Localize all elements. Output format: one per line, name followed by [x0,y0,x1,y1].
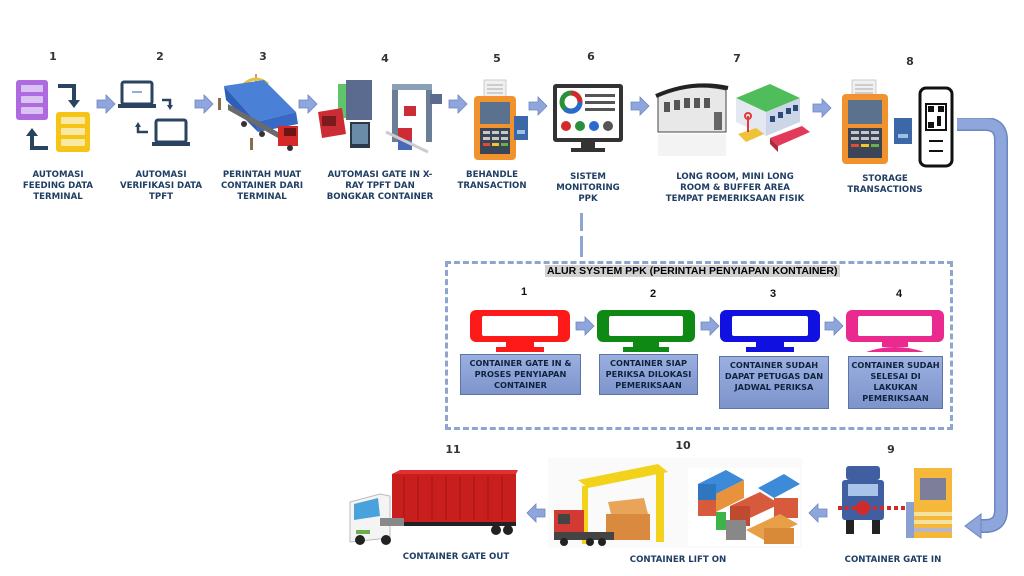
step-3-label: PERINTAH MUAT CONTAINER DARI TERMINAL [220,170,304,202]
step-10-number: 10 [675,439,691,452]
ppk-flow-title: ALUR SYSTEM PPK (PERINTAH PENYIAPAN KONT… [545,265,840,277]
arrow-left-icon [808,502,828,524]
ppk-monitor-red-icon [470,310,570,352]
database-sync-icon [16,80,90,152]
arrow-right-icon [630,96,650,116]
arrow-right-icon [824,316,844,336]
step-7-label: LONG ROOM, MINI LONG ROOM & BUFFER AREA … [665,172,805,204]
connector-line [580,236,583,257]
step-11-number: 11 [445,443,461,456]
xray-gate-icon [318,80,442,154]
payment-terminal-icon [474,79,528,160]
step-8-number: 8 [906,55,914,68]
step-9-number: 9 [887,443,895,456]
step-2-number: 2 [156,50,164,63]
ppk-step-2-label: CONTAINER SIAP PERIKSA DILOKASI PEMERIKS… [599,354,698,395]
arrow-right-icon [528,96,548,116]
ppk-step-1-number: 1 [520,286,528,298]
monitor-dashboard-icon [553,84,623,152]
step-6-number: 6 [587,50,595,63]
ppk-step-2-number: 2 [649,288,657,300]
arrow-right-icon [812,98,832,118]
step-9-label: CONTAINER GATE IN [844,555,942,565]
arrow-right-icon [194,94,214,114]
ppk-monitor-green-icon [597,310,695,352]
arrow-right-icon [700,316,720,336]
ppk-step-1-label: CONTAINER GATE IN & PROSES PENYIAPAN CON… [460,354,581,395]
ppk-step-3-label: CONTAINER SUDAH DAPAT PETUGAS DAN JADWAL… [719,356,829,409]
ppk-step-3-number: 3 [769,288,777,300]
truck-out-icon [349,470,518,545]
bent-arrow-down-icon [957,118,1008,539]
container-truck-icon [218,74,298,151]
step-6-label: SISTEM MONITORING PPK [556,172,620,204]
step-1-label: AUTOMASI FEEDING DATA TERMINAL [22,170,94,202]
step-7-number: 7 [733,52,741,65]
arrow-right-icon [575,316,595,336]
step-8-label: STORAGE TRANSACTIONS [847,174,923,195]
step-1-number: 1 [49,50,57,63]
arrow-right-icon [96,94,116,114]
warehouse-icon [655,83,810,156]
step-5-number: 5 [493,52,501,65]
step-4-number: 4 [381,52,389,65]
step-10-label: CONTAINER LIFT ON [629,555,727,565]
arrow-right-icon [448,94,468,114]
gantry-crane-icon [548,458,802,548]
step-5-label: BEHANDLE TRANSACTION [457,170,527,191]
ppk-step-4-number: 4 [895,288,903,300]
ppk-monitor-pink-icon [846,310,944,352]
arrow-left-icon [526,502,546,524]
connector-line [580,213,583,231]
laptop-sync-icon [118,80,190,146]
ppk-flow-container [445,261,953,430]
step-4-label: AUTOMASI GATE IN X-RAY TPFT DAN BONGKAR … [326,170,434,202]
step-11-label: CONTAINER GATE OUT [402,552,510,562]
arrow-right-icon [298,94,318,114]
ppk-step-4-label: CONTAINER SUDAH SELESAI DI LAKUKAN PEMER… [848,356,943,409]
step-3-number: 3 [259,50,267,63]
gate-truck-icon [838,466,952,538]
step-2-label: AUTOMASI VERIFIKASI DATA TPFT [119,170,203,202]
payment-qr-icon [842,79,954,168]
ppk-monitor-blue-icon [720,310,820,352]
